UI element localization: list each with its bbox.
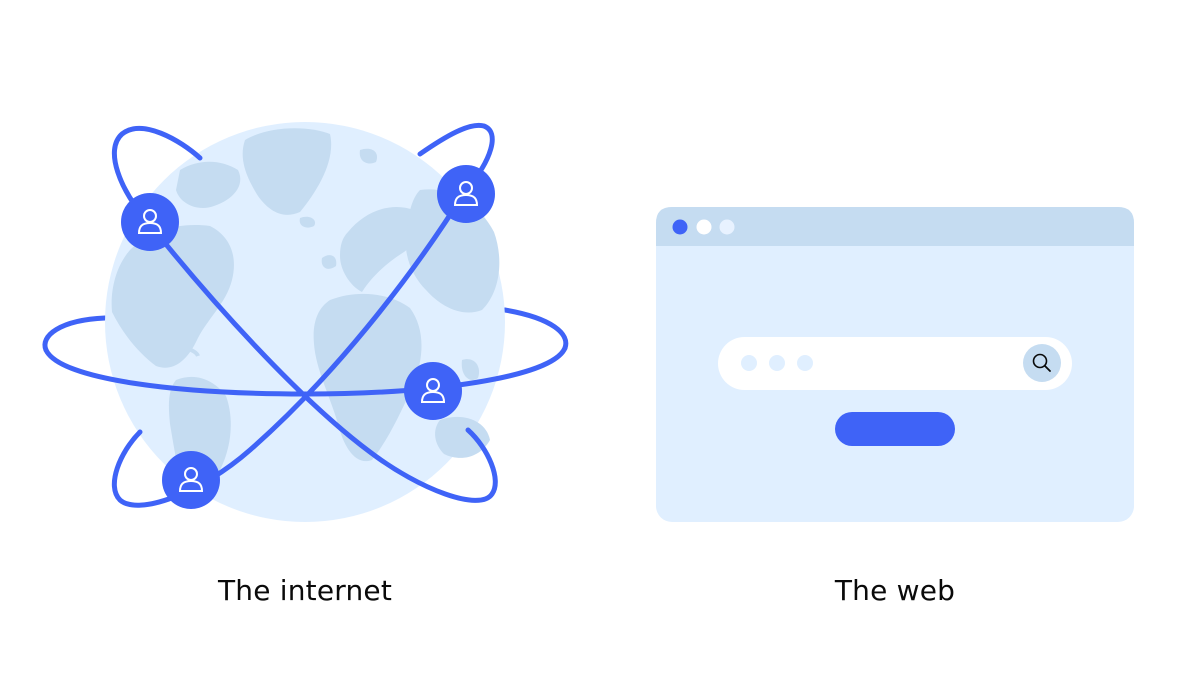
orbit-back <box>42 307 569 353</box>
user-node-top-left <box>121 193 179 251</box>
orbit-front <box>43 122 568 508</box>
placeholder-dot <box>769 355 785 371</box>
user-icon <box>178 467 204 492</box>
browser-title-bar <box>656 207 1134 246</box>
browser-window <box>656 207 1134 522</box>
window-dot <box>696 219 712 235</box>
placeholder-dot <box>741 355 757 371</box>
user-node-right <box>404 362 462 420</box>
search-button <box>835 412 955 446</box>
user-icon <box>420 378 446 403</box>
internet-caption: The internet <box>217 574 393 607</box>
window-dot <box>719 219 735 235</box>
user-node-bottom-left <box>162 451 220 509</box>
user-icon <box>137 209 163 234</box>
search-icon <box>1023 344 1061 382</box>
user-icon <box>453 181 479 206</box>
user-node-top-right <box>437 165 495 223</box>
search-field <box>718 337 1072 390</box>
internet-illustration <box>42 122 569 522</box>
web-caption: The web <box>834 574 956 607</box>
window-dot-active <box>672 219 688 235</box>
placeholder-dot <box>797 355 813 371</box>
